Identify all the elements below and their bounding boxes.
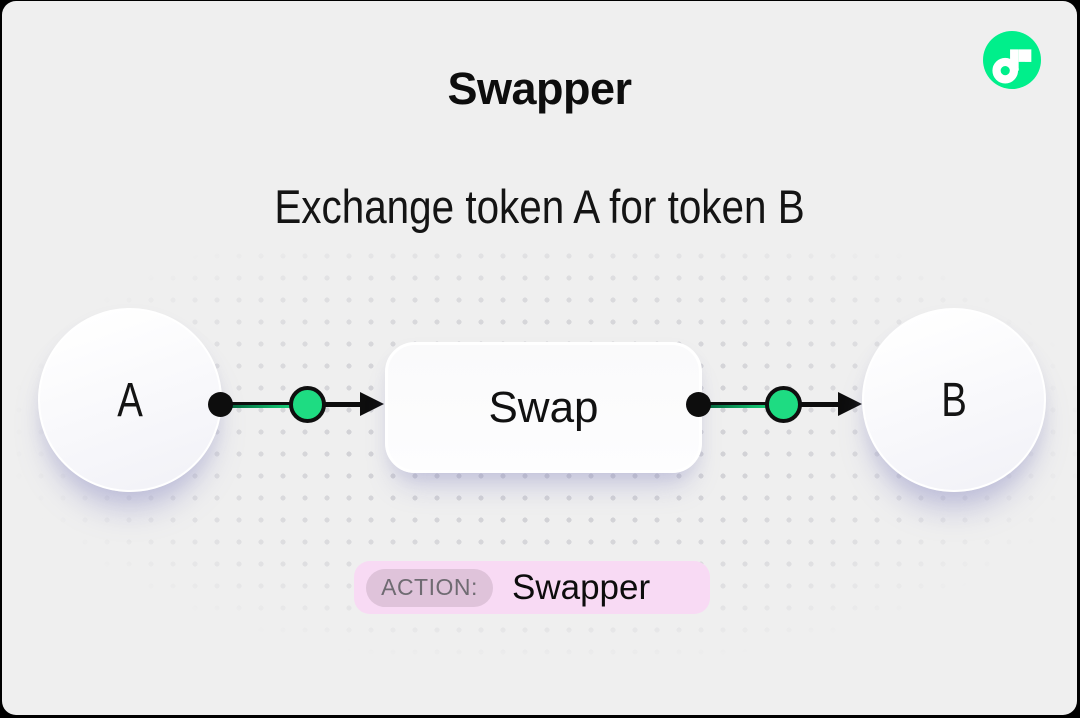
node-token-b: B [862,308,1046,492]
node-token-b-label: B [941,373,967,427]
edge-accent-line [228,405,308,408]
edge-accent-line [706,405,784,408]
node-token-a: A [38,308,222,492]
edge-midpoint-dot [765,386,802,423]
page-title: Swapper [447,63,632,114]
edge-arrowhead-icon [360,392,384,416]
action-badge-label: ACTION: [366,568,493,607]
edge-start-dot [686,392,711,417]
swap-action-box: Swap [385,342,702,473]
edge-midpoint-dot [289,386,326,423]
page-subtitle: Exchange token A for token B [274,180,805,233]
action-badge: ACTION: Swapper [354,561,710,614]
node-token-a-label: A [117,373,143,427]
action-badge-value: Swapper [512,567,651,607]
edge-arrowhead-icon [838,392,862,416]
edge-start-dot [208,392,233,417]
swap-action-label: Swap [488,382,599,432]
flow-logo-icon [983,31,1041,89]
